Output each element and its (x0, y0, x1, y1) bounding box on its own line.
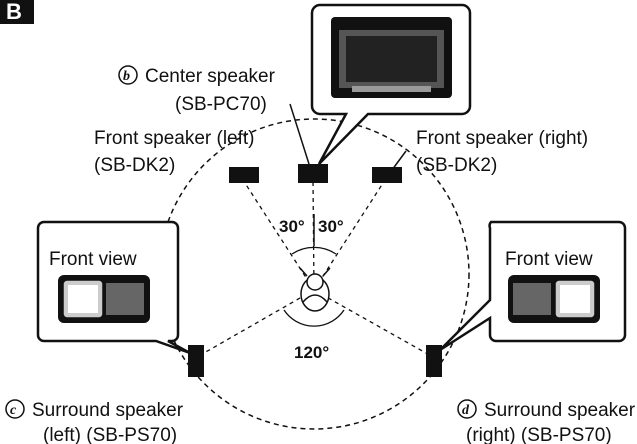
center-leader (289, 103, 310, 165)
front-right-name: Front speaker (right) (416, 128, 588, 149)
surround-left-model: (left) (SB-PS70) (43, 425, 177, 444)
front-left-model: (SB-DK2) (94, 155, 175, 176)
center-model: (SB-PC70) (175, 94, 267, 115)
surround-left-speaker (188, 345, 204, 377)
line-front-left (242, 179, 315, 291)
surround-right-model: (right) (SB-PS70) (466, 425, 612, 444)
angle-rear: 120° (294, 343, 329, 362)
line-center (312, 179, 315, 291)
angle-arcs (283, 246, 345, 327)
center-speaker-front-illustration (331, 17, 452, 98)
surround-right-front-view-callout: Front view (439, 220, 627, 352)
surround-left-name: Surround speaker (32, 400, 184, 421)
front-left-label: Front speaker (left) (SB-DK2) (94, 128, 255, 176)
front-view-right-label: Front view (505, 249, 593, 270)
surround-right-name: Surround speaker (484, 400, 636, 421)
surround-left-front-illustration (58, 275, 150, 323)
section-marker: B (0, 0, 34, 24)
leader-lines (289, 103, 407, 171)
surround-left-front-view-callout: Front view (36, 220, 191, 355)
angle-front-left: 30° (279, 217, 305, 236)
badge-d: d (462, 403, 470, 418)
section-letter: B (6, 0, 22, 24)
badge-b: b (123, 69, 130, 84)
line-surround-left (196, 289, 315, 358)
badge-c: c (10, 403, 17, 418)
surround-right-front-illustration (508, 275, 600, 323)
angle-front-right: 30° (318, 217, 344, 236)
center-front-view-callout (310, 3, 472, 165)
front-left-speaker (229, 167, 259, 183)
front-left-name: Front speaker (left) (94, 128, 255, 149)
front-angle-arc (291, 246, 337, 255)
front-right-speaker (372, 167, 402, 183)
front-right-leader (391, 150, 407, 171)
center-speaker (298, 164, 328, 183)
rear-angle-arc (283, 309, 345, 327)
listener-icon (299, 267, 331, 312)
surround-right-label: d Surround speaker (right) (SB-PS70) (457, 399, 636, 444)
center-name: Center speaker (145, 66, 276, 87)
line-front-right (313, 179, 386, 291)
center-speaker-label: b Center speaker (SB-PC70) (118, 65, 276, 115)
speaker-lines (196, 179, 434, 358)
front-view-left-label: Front view (49, 249, 137, 270)
surround-right-speaker (426, 345, 442, 377)
front-right-label: Front speaker (right) (SB-DK2) (416, 128, 588, 176)
front-right-model: (SB-DK2) (416, 155, 497, 176)
line-surround-right (313, 289, 434, 358)
surround-left-label: c Surround speaker (left) (SB-PS70) (5, 399, 184, 444)
